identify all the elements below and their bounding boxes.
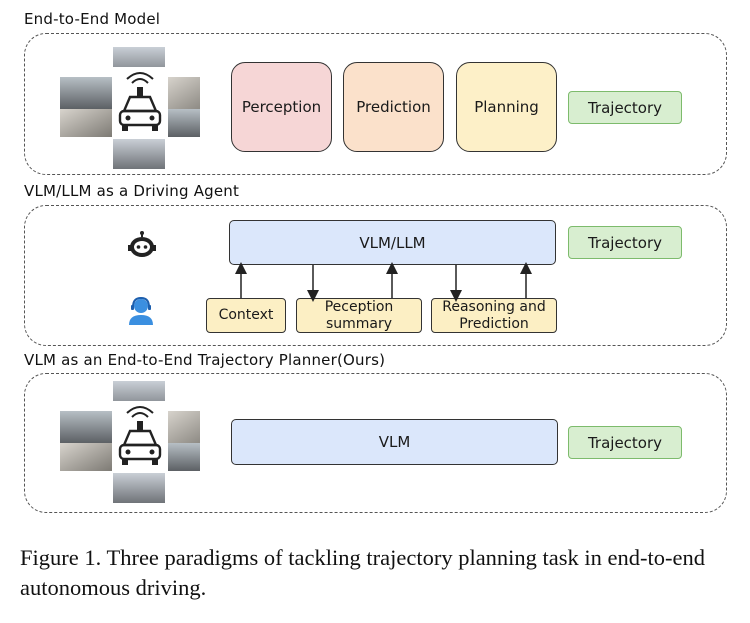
camera-image <box>60 109 112 137</box>
car-sensors-icon <box>112 67 168 137</box>
perception-summary-box: Peception summary <box>296 298 422 333</box>
robot-icon <box>128 231 156 257</box>
vlm-box: VLM <box>231 419 558 465</box>
section-title-end-to-end: End-to-End Model <box>24 10 161 28</box>
user-headset-icon <box>129 296 153 325</box>
vlm-llm-box: VLM/LLM <box>229 220 556 265</box>
camera-image <box>60 443 112 471</box>
camera-image <box>167 77 200 109</box>
section-title-driving-agent: VLM/LLM as a Driving Agent <box>24 182 240 200</box>
prediction-box: Prediction <box>343 62 444 152</box>
panel-end-to-end <box>24 33 727 175</box>
camera-views-1 <box>60 47 200 169</box>
camera-views-2 <box>60 381 200 503</box>
car-sensors-icon <box>112 401 168 471</box>
camera-image <box>60 77 112 109</box>
context-box: Context <box>206 298 286 333</box>
perception-box: Perception <box>231 62 332 152</box>
camera-image <box>167 411 200 443</box>
planning-box: Planning <box>456 62 557 152</box>
figure-caption: Figure 1. Three paradigms of tackling tr… <box>20 545 706 600</box>
camera-image <box>167 443 200 471</box>
trajectory-box-3: Trajectory <box>568 426 682 459</box>
camera-image <box>60 411 112 443</box>
trajectory-box-1: Trajectory <box>568 91 682 124</box>
reasoning-prediction-box: Reasoning and Prediction <box>431 298 557 333</box>
panel-driving-agent <box>24 205 727 346</box>
camera-image <box>113 473 165 503</box>
trajectory-box-2: Trajectory <box>568 226 682 259</box>
panel-planner <box>24 373 727 513</box>
section-title-planner: VLM as an End-to-End Trajectory Planner(… <box>24 351 386 369</box>
camera-image <box>113 139 165 169</box>
camera-image <box>167 109 200 137</box>
